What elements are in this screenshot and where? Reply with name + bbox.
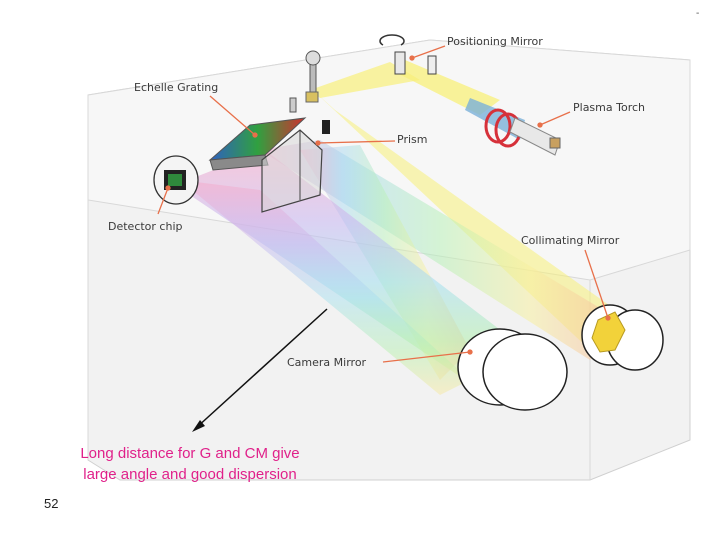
page-number: 52 — [44, 496, 59, 511]
label-positioning-mirror: Positioning Mirror — [447, 35, 543, 48]
caption-line-1: Long distance for G and CM give — [80, 445, 300, 462]
caption-line-2: large angle and good dispersion — [83, 466, 297, 483]
label-plasma-torch: Plasma Torch — [573, 101, 645, 114]
echelle-grating — [208, 117, 307, 171]
plasma-torch — [465, 98, 561, 156]
label-camera-mirror: Camera Mirror — [287, 356, 367, 369]
label-echelle-grating: Echelle Grating — [134, 81, 219, 94]
entrance-slit — [289, 50, 321, 113]
caption: Long distance for G and CM give large an… — [40, 443, 340, 485]
label-prism: Prism — [397, 133, 428, 146]
prism — [261, 120, 330, 213]
detector-chip — [153, 155, 199, 205]
label-detector-chip: Detector chip — [108, 220, 183, 233]
rainbow-beams — [175, 140, 620, 395]
positioning-mirror — [379, 34, 437, 75]
dispersion-arrow — [192, 308, 328, 432]
corner-mark: - — [696, 8, 700, 19]
label-pointers — [157, 45, 611, 363]
collimating-mirror — [581, 304, 664, 371]
camera-mirror — [457, 328, 568, 411]
label-collimating-mirror: Collimating Mirror — [521, 234, 620, 247]
